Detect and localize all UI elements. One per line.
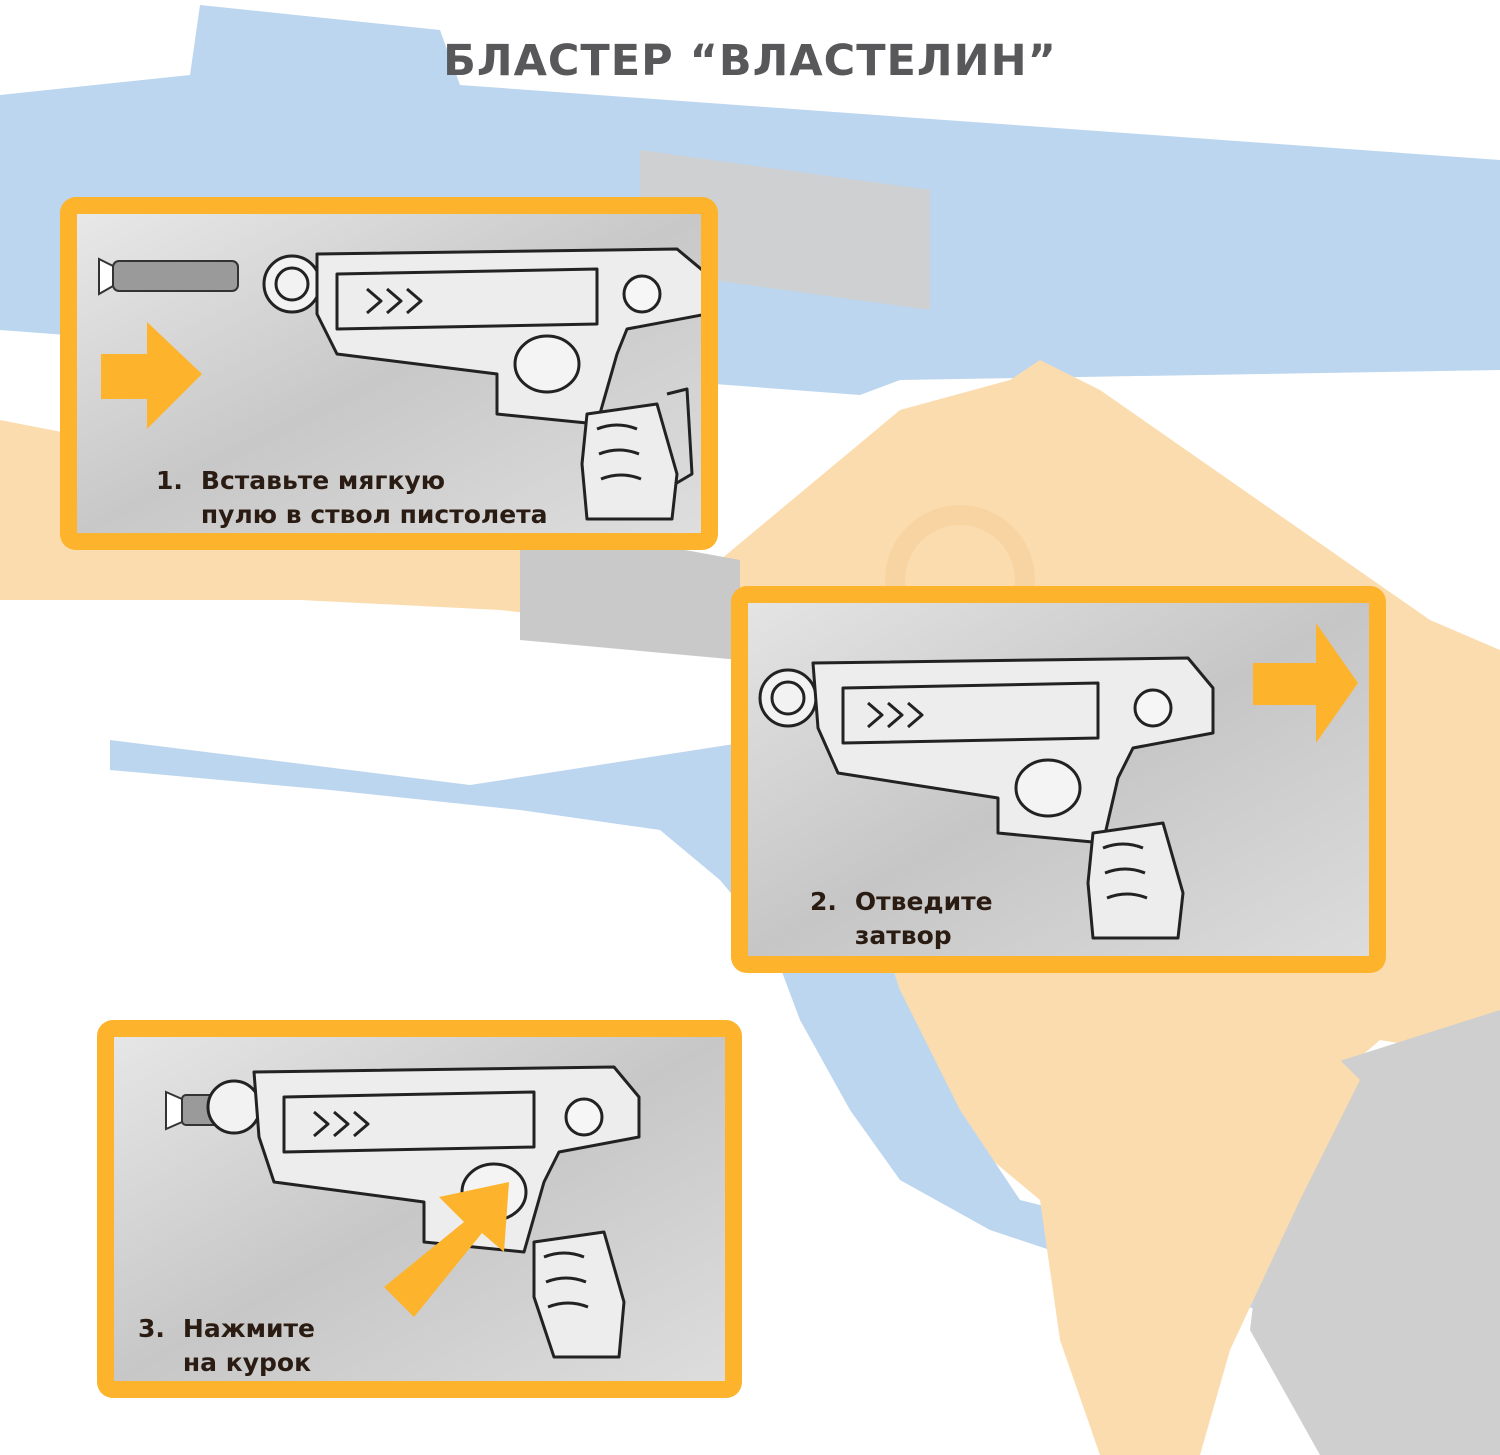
arrow-right-icon	[101, 322, 202, 429]
step-2-panel: 2. Отведите затвор	[731, 586, 1386, 973]
step-1-illustration	[77, 214, 701, 533]
step-3-line-2: на курок	[182, 1348, 312, 1377]
step-2-instruction: 2. Отведите затвор	[810, 885, 993, 953]
step-1-line-2: пулю в ствол пистолета	[200, 500, 548, 529]
step-3-instruction: 3. Нажмите на курок	[138, 1312, 315, 1380]
step-1-number: 1.	[156, 466, 183, 495]
step-2-line-2: затвор	[854, 921, 952, 950]
dart-icon	[98, 257, 239, 296]
step-3-line-1: Нажмите	[182, 1314, 315, 1343]
step-3-illustration	[114, 1037, 725, 1381]
arrow-diagonal-icon	[384, 1182, 509, 1317]
step-2-number: 2.	[810, 887, 837, 916]
blaster-icon	[758, 656, 1215, 940]
step-2-line-1: Отведите	[854, 887, 993, 916]
step-1-panel: 1. Вставьте мягкую пулю в ствол пистолет…	[60, 197, 718, 550]
arrow-right-icon	[1253, 623, 1358, 743]
step-2-illustration	[748, 603, 1369, 956]
page-title: БЛАСТЕР “ВЛАСТЕЛИН”	[443, 36, 1057, 86]
step-3-panel: 3. Нажмите на курок	[97, 1020, 742, 1398]
step-3-number: 3.	[138, 1314, 165, 1343]
step-1-line-1: Вставьте мягкую	[200, 466, 446, 495]
blaster-icon	[262, 247, 701, 521]
step-1-instruction: 1. Вставьте мягкую пулю в ствол пистолет…	[156, 464, 548, 532]
